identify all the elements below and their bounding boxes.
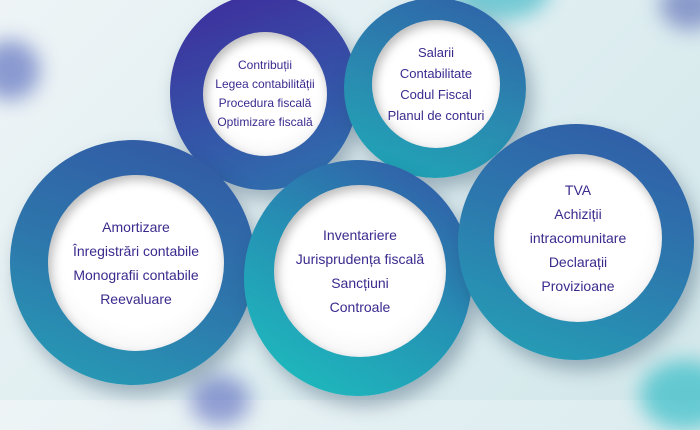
topic-item: Procedura fiscală — [218, 96, 312, 110]
topic-item: Planul de conturi — [387, 108, 485, 123]
topic-item: intracomunitare — [529, 230, 627, 246]
background-blob — [640, 360, 700, 430]
topic-item: Reevaluare — [100, 291, 172, 307]
topic-circle-tva: TVA Achiziții intracomunitare Declarații… — [458, 124, 694, 360]
topic-item: Inventariere — [323, 227, 397, 243]
background-blob — [0, 40, 40, 100]
topic-item: Legea contabilității — [215, 77, 315, 91]
topic-item: Optimizare fiscală — [217, 115, 313, 129]
topic-circle-contributii: Contribuții Legea contabilității Procedu… — [170, 0, 358, 190]
topic-item: Provizioane — [541, 278, 615, 294]
topic-item: Jurisprudența fiscală — [295, 251, 425, 267]
topic-item: Contabilitate — [399, 66, 473, 81]
topic-item: TVA — [564, 182, 592, 198]
topic-circle-inventariere: Inventariere Jurisprudența fiscală Sancț… — [244, 160, 472, 396]
topic-item: Salarii — [417, 45, 455, 60]
background-blob — [660, 0, 700, 30]
topic-item: Achiziții — [554, 206, 602, 222]
topic-item: Amortizare — [102, 219, 170, 235]
topic-item: Sancțiuni — [331, 275, 389, 291]
topic-item: Declarații — [548, 254, 608, 270]
topic-item: Contribuții — [237, 58, 293, 72]
topic-item: Controale — [329, 299, 391, 315]
background-blob — [190, 375, 250, 425]
topic-item: Monografii contabile — [73, 267, 199, 283]
topic-circle-salarii: Salarii Contabilitate Codul Fiscal Planu… — [344, 0, 526, 178]
topic-item: Codul Fiscal — [400, 87, 472, 102]
topic-circle-amortizare: Amortizare Înregistrări contabile Monogr… — [10, 140, 255, 385]
topic-item: Înregistrări contabile — [72, 243, 200, 259]
